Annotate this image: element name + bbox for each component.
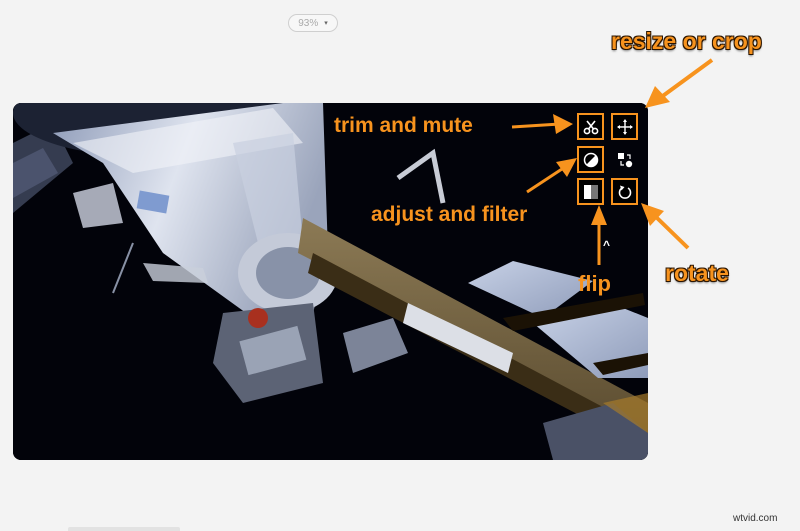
flip-square-icon: [583, 184, 598, 199]
watermark: wtvid.com: [733, 513, 778, 524]
scissors-icon: [583, 119, 598, 134]
swap-shapes-icon: [617, 152, 632, 167]
zoom-dropdown[interactable]: 93% ▾: [288, 14, 338, 32]
space-station-video-frame: [13, 103, 648, 460]
label-rotate: rotate: [665, 260, 729, 286]
resize-crop-button[interactable]: [611, 113, 638, 140]
label-flip: flip: [578, 271, 611, 296]
label-resize-or-crop: resize or crop: [611, 28, 762, 54]
collapse-toolbar-caret[interactable]: ^: [603, 238, 611, 252]
video-canvas[interactable]: ^: [13, 103, 648, 460]
rotate-icon: [618, 185, 631, 199]
chevron-down-icon: ▾: [324, 20, 328, 27]
trim-button[interactable]: [577, 113, 604, 140]
rotate-button[interactable]: [611, 178, 638, 205]
move-arrows-icon: [616, 118, 633, 135]
adjust-filter-button[interactable]: [577, 146, 604, 173]
zoom-value: 93%: [298, 17, 319, 29]
contrast-circle-icon: [583, 152, 598, 167]
replace-media-button[interactable]: [611, 146, 638, 173]
flip-button[interactable]: [577, 178, 604, 205]
bottom-scroll-bar[interactable]: [68, 527, 180, 531]
label-adjust-and-filter: adjust and filter: [371, 203, 528, 226]
label-trim-and-mute: trim and mute: [334, 114, 473, 137]
